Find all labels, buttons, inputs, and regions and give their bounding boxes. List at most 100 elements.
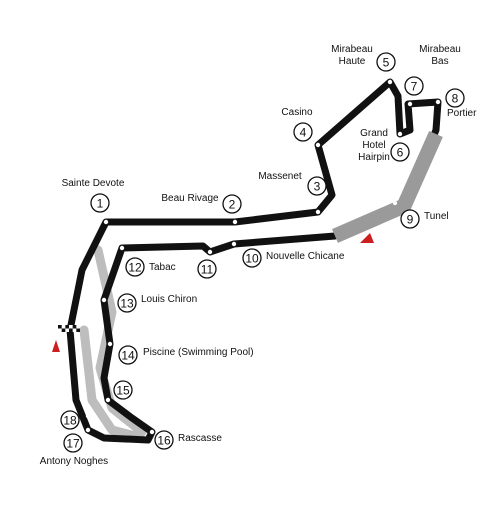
corner-1-name: Sainte Devote [62, 178, 125, 189]
corner-name-line: Beau Rivage [161, 193, 219, 204]
corner-number: 14 [121, 349, 135, 363]
corner-12-name: Tabac [149, 262, 176, 273]
corner-8-name: Portier [447, 108, 477, 119]
corner-name-line: Grand [360, 128, 388, 139]
corner-13-name: Louis Chiron [141, 294, 197, 305]
corner-circle [445, 88, 465, 108]
corner-name-line: Portier [447, 108, 477, 119]
corner-13-badge: 13 [117, 293, 137, 313]
corner-circle [293, 122, 313, 142]
corner-2-name: Beau Rivage [161, 193, 219, 204]
corner-16-name: Rascasse [178, 433, 222, 444]
corner-17-name: Antony Noghes [40, 456, 108, 467]
corner-12-track-point [119, 245, 125, 251]
corner-circle [63, 433, 83, 453]
start-finish-line [58, 325, 80, 332]
corner-number: 15 [116, 384, 130, 398]
corner-name-line: Sainte Devote [62, 178, 125, 189]
corner-5-track-point [387, 79, 393, 85]
corner-circle [197, 259, 217, 279]
corner-name-line: Haute [339, 56, 366, 67]
corner-12-badge: 12 [125, 257, 145, 277]
corner-number: 13 [120, 297, 134, 311]
corner-4-badge: 4 [293, 122, 313, 142]
corner-11-track-point [207, 249, 213, 255]
corner-15-badge: 15 [113, 380, 133, 400]
corner-circle [125, 257, 145, 277]
corner-10-name: Nouvelle Chicane [266, 251, 345, 262]
corner-name-line: Mirabeau [419, 44, 461, 55]
corner-16-badge: 16 [154, 430, 174, 450]
corner-number: 4 [300, 126, 307, 140]
corner-7-badge: 7 [404, 76, 424, 96]
corner-14-badge: 14 [118, 345, 138, 365]
corner-2-badge: 2 [222, 194, 242, 214]
corner-circle [90, 193, 110, 213]
corner-number: 12 [128, 261, 142, 275]
corner-name-line: Bas [431, 56, 448, 67]
corner-number: 6 [397, 146, 404, 160]
corner-number: 9 [407, 213, 414, 227]
corner-15-track-point [105, 397, 111, 403]
corner-name-line: Tunel [424, 211, 449, 222]
corner-16-track-point [149, 429, 155, 435]
corner-name-line: Louis Chiron [141, 294, 197, 305]
tunnel-section [332, 130, 443, 243]
corner-3-track-point [315, 209, 321, 215]
corner-name-line: Rascasse [178, 433, 222, 444]
corner-5-badge: 5 [376, 52, 396, 72]
corner-name-line: Tabac [149, 262, 176, 273]
corner-circle [60, 410, 80, 430]
corner-8-badge: 8 [445, 88, 465, 108]
corner-3-badge: 3 [307, 176, 327, 196]
corner-number: 2 [229, 198, 236, 212]
corner-number: 5 [383, 56, 390, 70]
corner-number: 7 [411, 80, 418, 94]
corner-17-track-point [85, 427, 91, 433]
corner-circle [118, 345, 138, 365]
corner-number: 10 [245, 252, 259, 266]
corner-1-badge: 1 [90, 193, 110, 213]
corner-18-track-point [85, 413, 91, 419]
corner-number: 1 [97, 197, 104, 211]
corner-circle [242, 248, 262, 268]
corner-14-name: Piscine (Swimming Pool) [143, 347, 254, 358]
corner-circle [154, 430, 174, 450]
corner-circle [222, 194, 242, 214]
corner-2-track-point [232, 219, 238, 225]
corner-circle [113, 380, 133, 400]
corner-7-track-point [407, 101, 413, 107]
corner-4-name: Casino [281, 107, 313, 118]
corner-3-name: Massenet [258, 171, 302, 182]
corner-14-track-point [107, 341, 113, 347]
corner-9-track-point [392, 200, 398, 206]
corner-17-badge: 17 [63, 433, 83, 453]
corner-number: 18 [63, 414, 77, 428]
corner-11-badge: 11 [197, 259, 217, 279]
corner-10-badge: 10 [242, 248, 262, 268]
corner-number: 3 [314, 180, 321, 194]
corner-circle [307, 176, 327, 196]
corner-6-track-point [397, 131, 403, 137]
corner-circle [400, 209, 420, 229]
corner-number: 11 [201, 263, 214, 277]
corner-4-track-point [315, 142, 321, 148]
start-marker [52, 340, 60, 352]
corner-circle [390, 142, 410, 162]
corner-name-line: Massenet [258, 171, 302, 182]
corner-name-line: Hotel [362, 140, 385, 151]
corner-13-track-point [101, 297, 107, 303]
corner-9-badge: 9 [400, 209, 420, 229]
corner-name-line: Casino [281, 107, 313, 118]
corner-8-track-point [435, 99, 441, 105]
corner-number: 8 [452, 92, 459, 106]
corner-18-badge: 18 [60, 410, 80, 430]
corner-name-line: Hairpin [358, 152, 390, 163]
corner-number: 16 [157, 434, 171, 448]
corner-circle [117, 293, 137, 313]
corner-10-track-point [231, 241, 237, 247]
